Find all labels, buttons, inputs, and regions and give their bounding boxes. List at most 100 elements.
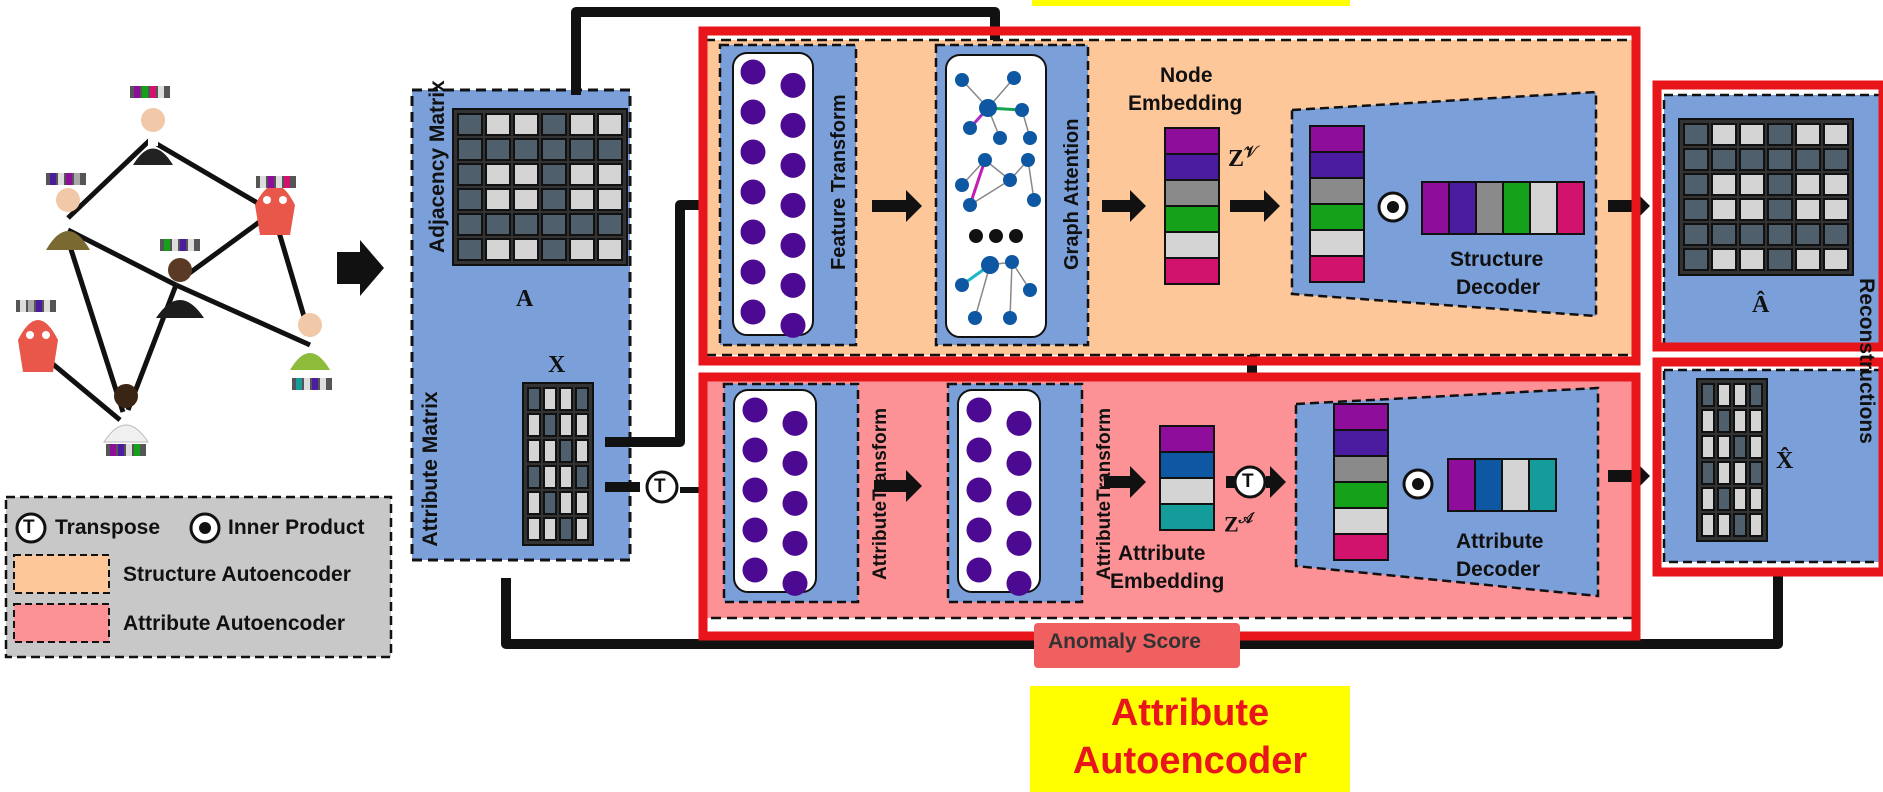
matrix-cell bbox=[576, 414, 588, 436]
neuron bbox=[781, 73, 806, 98]
matrix-cell bbox=[1740, 174, 1764, 195]
zv-label: Z𝒱 bbox=[1228, 144, 1257, 173]
neuron bbox=[783, 411, 808, 436]
embedding-cell bbox=[1165, 180, 1219, 206]
node-embedding-stack bbox=[1165, 128, 1219, 284]
matrix-cell bbox=[458, 114, 482, 135]
legend-attribute-autoencoder: Attribute Autoencoder bbox=[123, 612, 345, 636]
neuron bbox=[967, 558, 992, 583]
matrix-cell bbox=[1718, 436, 1730, 458]
matrix-cell bbox=[528, 518, 540, 540]
matrix-cell bbox=[576, 492, 588, 514]
neuron bbox=[781, 233, 806, 258]
matrix-cell bbox=[570, 239, 594, 260]
neuron bbox=[781, 313, 806, 338]
matrix-cell bbox=[1796, 124, 1820, 145]
structure-decoder-label-line1: Structure bbox=[1450, 248, 1543, 272]
za-label: Z𝒜 bbox=[1224, 510, 1253, 537]
embedding-cell bbox=[1160, 452, 1214, 478]
matrix-cell bbox=[486, 139, 510, 160]
matrix-cell bbox=[1796, 249, 1820, 270]
matrix-cell bbox=[528, 466, 540, 488]
matrix-cell bbox=[542, 189, 566, 210]
embedding-cell bbox=[1160, 426, 1214, 452]
matrix-cell bbox=[458, 214, 482, 235]
matrix-cell bbox=[570, 214, 594, 235]
embedding-cell bbox=[1310, 204, 1364, 230]
embedding-cell bbox=[1160, 478, 1214, 504]
neuron bbox=[783, 451, 808, 476]
neuron bbox=[743, 478, 768, 503]
matrix-cell bbox=[544, 440, 556, 462]
matrix-cell bbox=[1718, 462, 1730, 484]
structure-decoder-vertical-embedding bbox=[1310, 126, 1364, 282]
matrix-cell bbox=[514, 114, 538, 135]
matrix-cell bbox=[528, 388, 540, 410]
matrix-cell bbox=[1768, 224, 1792, 245]
matrix-cell bbox=[1712, 149, 1736, 170]
matrix-cell bbox=[544, 492, 556, 514]
anomaly-monster-left bbox=[18, 320, 58, 372]
matrix-cell bbox=[1768, 199, 1792, 220]
embedding-cell bbox=[1165, 258, 1219, 284]
attribute-decoder-vertical-embedding bbox=[1334, 404, 1388, 560]
neuron bbox=[1007, 531, 1032, 556]
matrix-cell bbox=[570, 189, 594, 210]
embedding-cell bbox=[1422, 182, 1449, 234]
neuron bbox=[1007, 571, 1032, 596]
matrix-cell bbox=[1824, 124, 1848, 145]
attribute-embedding-stack bbox=[1160, 426, 1214, 530]
matrix-cell bbox=[570, 114, 594, 135]
matrix-cell bbox=[486, 214, 510, 235]
matrix-cell bbox=[1712, 174, 1736, 195]
matrix-cell bbox=[544, 388, 556, 410]
banner-line-1: Attribute bbox=[1030, 694, 1350, 732]
matrix-cell bbox=[1684, 249, 1708, 270]
matrix-cell bbox=[1740, 149, 1764, 170]
banner-line-2: Autoencoder bbox=[1030, 742, 1350, 780]
matrix-cell bbox=[486, 114, 510, 135]
matrix-cell bbox=[598, 239, 622, 260]
neuron bbox=[781, 153, 806, 178]
neuron bbox=[741, 60, 766, 85]
matrix-cell bbox=[1684, 224, 1708, 245]
matrix-cell bbox=[560, 492, 572, 514]
matrix-cell bbox=[598, 114, 622, 135]
matrix-cell bbox=[542, 239, 566, 260]
embedding-cell bbox=[1334, 430, 1388, 456]
neuron bbox=[741, 140, 766, 165]
legend-transpose: Transpose bbox=[55, 516, 160, 540]
matrix-cell bbox=[528, 414, 540, 436]
matrix-cell bbox=[1702, 410, 1714, 432]
attribute-decoder-label-line2: Decoder bbox=[1456, 558, 1540, 582]
attribute-transform-label-2: AttributeTransform bbox=[1093, 389, 1117, 599]
attribute-decoder-horizontal-embedding bbox=[1448, 459, 1556, 511]
matrix-cell bbox=[1734, 462, 1746, 484]
matrix-cell bbox=[576, 466, 588, 488]
matrix-cell bbox=[1796, 174, 1820, 195]
transpose-symbol-text: T bbox=[23, 517, 35, 539]
matrix-cell bbox=[1796, 224, 1820, 245]
matrix-cell bbox=[1768, 174, 1792, 195]
matrix-cell bbox=[598, 139, 622, 160]
matrix-cell bbox=[1824, 149, 1848, 170]
embedding-cell bbox=[1476, 182, 1503, 234]
embedding-cell bbox=[1448, 459, 1475, 511]
attribute-ae-swatch bbox=[14, 604, 109, 642]
matrix-cell bbox=[544, 466, 556, 488]
matrix-cell bbox=[1718, 488, 1730, 510]
embedding-cell bbox=[1165, 154, 1219, 180]
embedding-cell bbox=[1160, 504, 1214, 530]
anomaly-score-label: Anomaly Score bbox=[1048, 630, 1201, 654]
matrix-cell bbox=[1718, 384, 1730, 406]
matrix-cell bbox=[560, 518, 572, 540]
neuron bbox=[781, 113, 806, 138]
matrix-cell bbox=[1702, 384, 1714, 406]
neuron bbox=[743, 398, 768, 423]
matrix-cell bbox=[1734, 514, 1746, 536]
matrix-cell bbox=[576, 440, 588, 462]
matrix-cell bbox=[1796, 199, 1820, 220]
matrix-cell bbox=[1768, 149, 1792, 170]
node-embedding-label-line1: Node bbox=[1160, 64, 1213, 88]
matrix-cell bbox=[1750, 410, 1762, 432]
